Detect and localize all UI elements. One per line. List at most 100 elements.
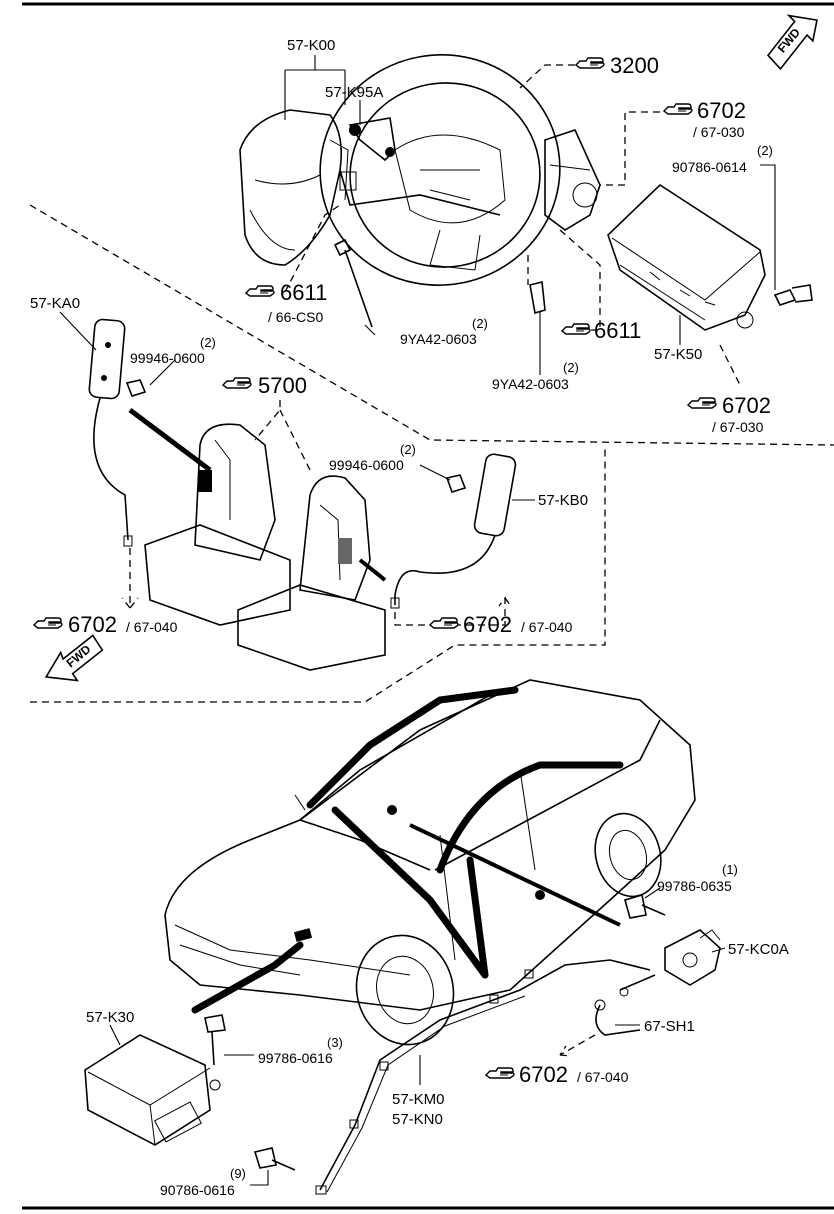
fastener-qty-90786-0616: (9) xyxy=(230,1166,246,1181)
clock-spring-assembly xyxy=(544,129,601,231)
passenger-airbag-module xyxy=(607,183,766,331)
seat-left xyxy=(144,423,291,626)
lead-5700 xyxy=(254,400,311,471)
harness-67-sh1 xyxy=(594,974,656,1036)
fastener-9ya42-right: 9YA42-0603 xyxy=(492,376,569,392)
side-airbag-left xyxy=(88,318,133,547)
ref-6702-top: 6702 xyxy=(697,98,746,123)
fastener-99946-right: 99946-0600 xyxy=(329,457,404,473)
ref-3200: 3200 xyxy=(610,53,659,78)
section-divider-lower xyxy=(30,445,606,703)
airbag-to-seat-right xyxy=(358,558,387,582)
ref-6702-seat-left: 6702 xyxy=(68,612,117,637)
ref-5700: 5700 xyxy=(258,373,307,398)
lead-3200 xyxy=(519,64,575,89)
sas-harness-line xyxy=(191,941,304,1014)
car-body xyxy=(164,679,696,1046)
fastener-qty-99946-right: (2) xyxy=(400,442,416,457)
curtain-harness-c xyxy=(331,806,489,979)
lead-6611-left xyxy=(284,204,341,293)
callout-57-k30: 57-K30 xyxy=(86,1009,134,1026)
curtain-harness-b xyxy=(436,761,624,874)
ref-6702-mid: 6702 xyxy=(722,393,771,418)
lead-6702-top xyxy=(600,111,660,186)
arrow-sh1 xyxy=(559,1034,596,1057)
lead-k30 xyxy=(109,1024,121,1046)
fastener-qty-9ya42-right: (2) xyxy=(563,360,579,375)
fastener-9ya42-left: 9YA42-0603 xyxy=(400,331,477,347)
wheel-harness xyxy=(339,169,501,216)
fastener-qty-99786-0635: (1) xyxy=(722,862,738,877)
ref-6611-right: 6611 xyxy=(594,318,641,343)
ref-6702-bottom: 6702 xyxy=(519,1062,568,1087)
fastener-qty-0614: (2) xyxy=(757,143,773,158)
hand-pointer-icon xyxy=(245,285,275,297)
hand-pointer-icon xyxy=(429,617,459,629)
ref-6611-left-sub: / 66-CS0 xyxy=(268,309,323,325)
callout-57-kc0a: 57-KC0A xyxy=(728,941,789,958)
arrow-left-harness xyxy=(121,548,139,610)
sensor-harness-line xyxy=(409,823,621,927)
curtain-airbag-km0-kn0 xyxy=(315,959,651,1195)
fastener-qty-99946-left: (2) xyxy=(200,335,216,350)
bolt-90786-0614 xyxy=(773,284,813,306)
nut-left xyxy=(125,379,147,397)
callout-57-k95a: 57-K95A xyxy=(325,84,383,101)
callout-57-k00: 57-K00 xyxy=(287,37,335,54)
fastener-90786-0614: 90786-0614 xyxy=(672,159,747,175)
callout-57-kn0: 57-KN0 xyxy=(392,1111,443,1128)
ref-6702-mid-sub: / 67-030 xyxy=(712,419,764,435)
ref-6702-bottom-sub: / 67-040 xyxy=(577,1069,629,1085)
fastener-90786-0616: 90786-0616 xyxy=(160,1182,235,1198)
seat-right xyxy=(237,475,386,671)
airbag-to-seat-left xyxy=(128,408,212,472)
hand-pointer-icon xyxy=(561,323,591,335)
hand-pointer-icon xyxy=(575,57,605,69)
ref-6702-seat-left-sub: / 67-040 xyxy=(126,619,178,635)
sas-control-unit xyxy=(84,1034,221,1146)
lead-90786-0616 xyxy=(250,1170,269,1186)
ref-6702-top-sub: / 67-030 xyxy=(693,124,745,140)
lead-9ya42-left xyxy=(364,324,376,336)
lead-6611-right xyxy=(559,229,601,331)
ref-6702-seat-right-sub: / 67-040 xyxy=(521,619,573,635)
callout-57-k50: 57-K50 xyxy=(654,346,702,363)
k95a-bracket xyxy=(348,117,396,162)
bolt-90786-0616 xyxy=(253,1147,296,1171)
callout-57-ka0: 57-KA0 xyxy=(30,295,80,312)
lead-ka0 xyxy=(59,311,97,351)
bolt-99786-0616 xyxy=(204,1014,226,1066)
callout-57-km0: 57-KM0 xyxy=(392,1091,445,1108)
callout-67-sh1: 67-SH1 xyxy=(644,1018,695,1035)
fastener-qty-99786-0616: (3) xyxy=(327,1035,343,1050)
hand-pointer-icon xyxy=(663,103,693,115)
steering-wheel xyxy=(319,54,561,286)
callout-57-kb0: 57-KB0 xyxy=(538,492,588,509)
curtain-harness-a xyxy=(306,686,519,809)
section-divider-upper xyxy=(29,204,834,446)
fastener-99786-0616: 99786-0616 xyxy=(258,1050,333,1066)
bolt-9ya42-right xyxy=(529,281,546,315)
side-airbag-right xyxy=(390,453,517,609)
fastener-99946-left: 99946-0600 xyxy=(130,350,205,366)
lead-0635 xyxy=(644,887,661,899)
lead-kc0a xyxy=(711,947,726,953)
bolt-9ya42-left xyxy=(333,238,373,328)
lead-6702-mid xyxy=(719,344,741,386)
lead-k00 xyxy=(284,55,346,120)
curtain-harness-d xyxy=(466,856,489,979)
ref-6702-seat-right: 6702 xyxy=(463,612,512,637)
fwd-arrow-icon: FWD xyxy=(44,634,104,682)
lead-0614 xyxy=(760,164,776,290)
hand-pointer-icon xyxy=(687,397,717,409)
hand-pointer-icon xyxy=(222,377,252,389)
ref-6611-left: 6611 xyxy=(280,280,327,305)
fastener-99786-0635: 99786-0635 xyxy=(657,878,732,894)
hand-pointer-icon xyxy=(33,617,63,629)
lead-nut-right xyxy=(419,464,451,481)
arrow-right-harness xyxy=(394,596,512,626)
driver-airbag-module xyxy=(239,109,349,266)
fwd-arrow-icon: FWD xyxy=(766,14,818,71)
fastener-qty-9ya42-left: (2) xyxy=(472,316,488,331)
